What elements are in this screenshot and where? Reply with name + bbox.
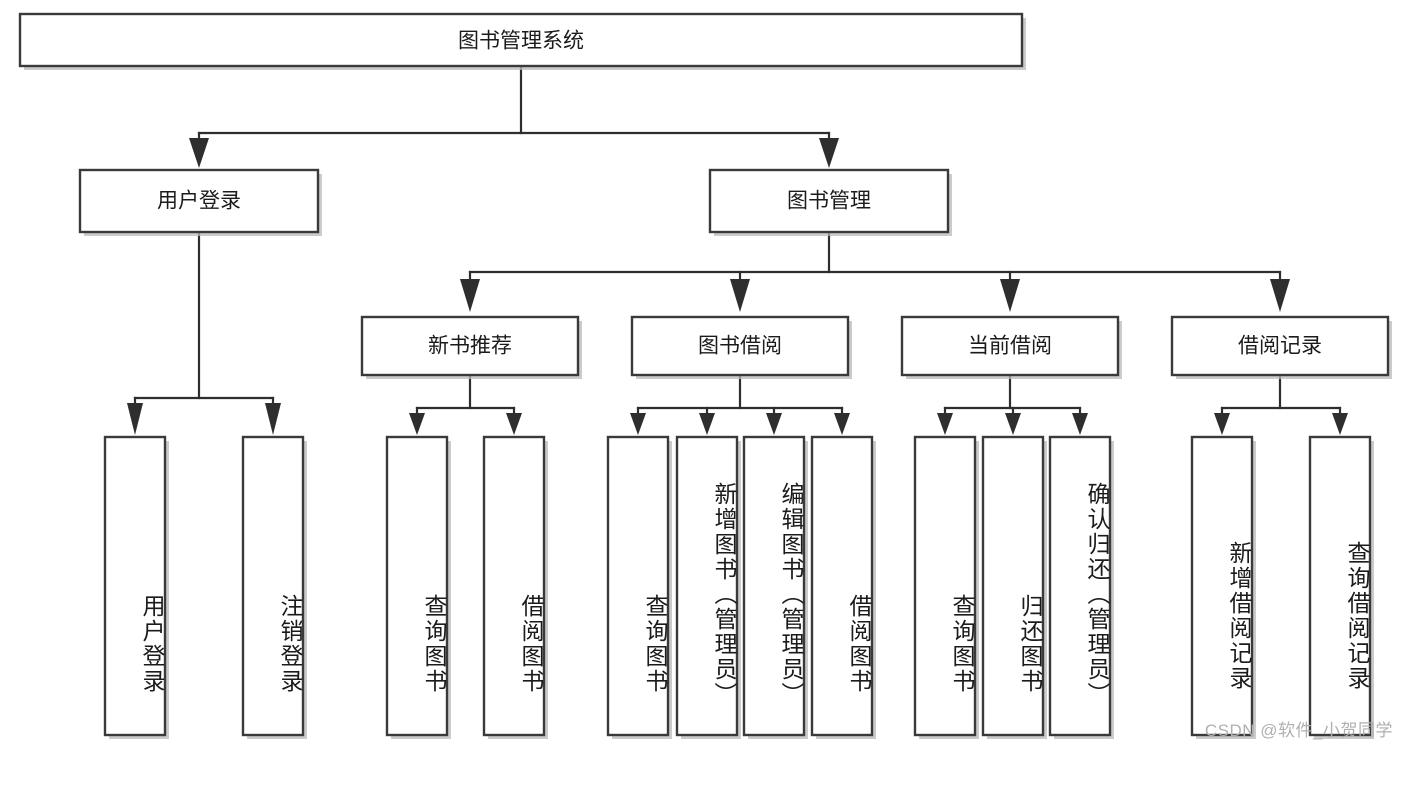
arrow-to-leaf-query-book-recommend [409, 413, 425, 435]
node-new-book-recommend-box[interactable] [360, 315, 580, 377]
arrow-to-leaf-query-book-borrow [630, 413, 646, 435]
node-user-login[interactable]: 用户登录 [78, 168, 322, 236]
tree-diagram-svg: 图书管理系统 用户登录 图书管理 新书推荐 [18, 12, 1392, 739]
node-book-borrow[interactable]: 图书借阅 [630, 315, 852, 379]
arrow-to-borrow-record [1270, 279, 1290, 312]
arrow-to-leaf-query-book-current [937, 413, 953, 435]
node-layer: 图书管理系统 用户登录 图书管理 新书推荐 [18, 12, 1392, 739]
arrow-to-book-borrow [730, 279, 750, 312]
node-book-borrow-box[interactable] [630, 315, 850, 377]
leaf-confirm-return-admin-box[interactable] [1048, 435, 1112, 737]
leaf-box-layer [103, 435, 1374, 739]
arrow-to-leaf-borrow-book [834, 413, 850, 435]
node-root-box[interactable] [18, 12, 1024, 68]
leaf-query-borrow-record-box[interactable] [1308, 435, 1372, 737]
node-new-book-recommend[interactable]: 新书推荐 [360, 315, 582, 379]
arrow-to-book-manage [819, 138, 839, 168]
leaf-borrow-book-box[interactable] [810, 435, 874, 737]
leaf-edit-book-admin-box[interactable] [742, 435, 806, 737]
leaf-user-login-box[interactable] [103, 435, 167, 737]
arrow-to-leaf-confirm-return-admin [1072, 413, 1088, 435]
node-current-borrow-label: 当前借阅 [968, 335, 1052, 358]
node-user-login-label: 用户登录 [157, 190, 241, 213]
node-current-borrow-box[interactable] [900, 315, 1120, 377]
arrow-to-leaf-return-book [1005, 413, 1021, 435]
node-current-borrow[interactable]: 当前借阅 [900, 315, 1122, 379]
arrow-to-leaf-query-borrow-record [1332, 413, 1348, 435]
node-borrow-record-box[interactable] [1170, 315, 1390, 377]
arrow-to-leaf-add-book-admin [699, 413, 715, 435]
arrow-to-leaf-logout [265, 403, 281, 435]
arrow-to-new-book-recommend [460, 279, 480, 312]
arrow-to-leaf-user-login [127, 403, 143, 435]
leaf-borrow-book-recommend-box[interactable] [482, 435, 546, 737]
node-root-label: 图书管理系统 [458, 30, 584, 53]
leaf-return-book-box[interactable] [981, 435, 1045, 737]
leaf-query-book-borrow-box[interactable] [606, 435, 670, 737]
node-book-manage[interactable]: 图书管理 [708, 168, 952, 236]
node-book-manage-box[interactable] [708, 168, 950, 234]
leaf-logout-box[interactable] [241, 435, 305, 737]
node-new-book-recommend-label: 新书推荐 [428, 335, 512, 358]
node-borrow-record-label: 借阅记录 [1238, 335, 1322, 358]
leaf-add-borrow-record-box[interactable] [1190, 435, 1254, 737]
connector-layer [127, 64, 1348, 435]
node-book-borrow-label: 图书借阅 [698, 335, 782, 358]
arrow-to-leaf-edit-book-admin [766, 413, 782, 435]
leaf-query-book-recommend-box[interactable] [385, 435, 449, 737]
node-root[interactable]: 图书管理系统 [18, 12, 1026, 70]
arrow-to-leaf-borrow-book-recommend [506, 413, 522, 435]
node-borrow-record[interactable]: 借阅记录 [1170, 315, 1392, 379]
diagram-canvas: 图书管理系统 用户登录 图书管理 新书推荐 [18, 12, 1393, 740]
node-user-login-box[interactable] [78, 168, 320, 234]
leaf-query-book-current-box[interactable] [913, 435, 977, 737]
arrow-to-current-borrow [1000, 279, 1020, 312]
node-book-manage-label: 图书管理 [787, 190, 871, 213]
arrow-to-leaf-add-borrow-record [1214, 413, 1230, 435]
csdn-watermark: CSDN @软件_小贺同学 [1204, 721, 1393, 740]
arrow-to-user-login [189, 138, 209, 168]
leaf-add-book-admin-box[interactable] [675, 435, 739, 737]
